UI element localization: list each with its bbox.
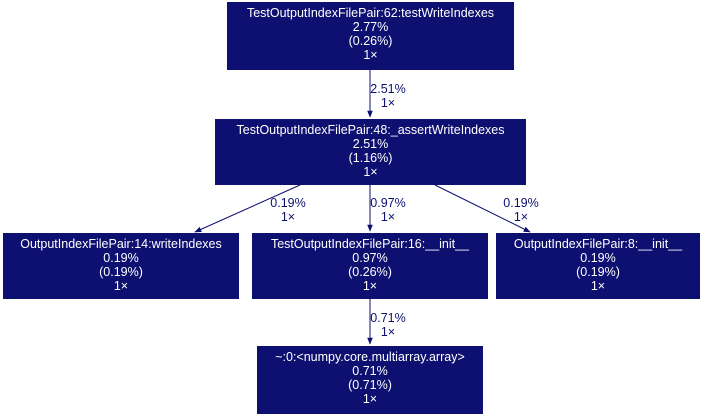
edge-assertwriteindexes-to-writeindexes [194, 184, 301, 233]
edge-call-count: 1× [280, 210, 296, 224]
node-total-percent: 2.77% [352, 20, 389, 34]
node-self-percent: (1.16%) [348, 151, 393, 165]
node-call-count: 1× [362, 392, 378, 406]
edge-call-count: 1× [380, 325, 396, 339]
edge-label-testinit-to-numpyarray: 0.71% 1× [365, 311, 411, 339]
node-call-count: 1× [363, 48, 378, 62]
edge-percent: 0.71% [370, 311, 406, 325]
edge-percent: 0.19% [270, 196, 306, 210]
node-test-init[interactable]: TestOutputIndexFilePair:16:__init__ 0.97… [252, 233, 488, 299]
node-name: OutputIndexFilePair:8:__init__ [513, 237, 683, 251]
edge-label-testwriteindexes-to-assertwriteindexes: 2.51% 1× [365, 82, 411, 110]
node-assert-write-indexes[interactable]: TestOutputIndexFilePair:48:_assertWriteI… [215, 119, 526, 185]
node-numpy-array[interactable]: ~:0:<numpy.core.multiarray.array> 0.71% … [257, 346, 483, 414]
node-test-write-indexes[interactable]: TestOutputIndexFilePair:62:testWriteInde… [227, 2, 514, 70]
node-name: OutputIndexFilePair:14:writeIndexes [20, 237, 222, 251]
node-total-percent: 0.97% [352, 251, 388, 265]
node-call-count: 1× [590, 279, 606, 293]
edge-assertwriteindexes-to-pairinit [434, 184, 531, 233]
node-self-percent: (0.19%) [99, 265, 143, 279]
node-total-percent: 0.71% [352, 364, 388, 378]
node-self-percent: (0.19%) [576, 265, 620, 279]
edge-label-assertwriteindexes-to-writeindexes: 0.19% 1× [265, 196, 311, 224]
node-name: TestOutputIndexFilePair:16:__init__ [270, 237, 470, 251]
node-name: TestOutputIndexFilePair:48:_assertWriteI… [236, 123, 505, 137]
node-self-percent: (0.26%) [348, 34, 393, 48]
edge-percent: 2.51% [370, 82, 406, 96]
node-total-percent: 2.51% [352, 137, 389, 151]
edge-percent: 0.19% [503, 196, 539, 210]
node-pair-init[interactable]: OutputIndexFilePair:8:__init__ 0.19% (0.… [496, 233, 700, 299]
edge-call-count: 1× [380, 210, 396, 224]
node-call-count: 1× [363, 165, 378, 179]
node-name: TestOutputIndexFilePair:62:testWriteInde… [246, 6, 495, 20]
node-call-count: 1× [113, 279, 129, 293]
node-total-percent: 0.19% [103, 251, 139, 265]
node-total-percent: 0.19% [580, 251, 616, 265]
node-self-percent: (0.71%) [348, 378, 392, 392]
edge-percent: 0.97% [370, 196, 406, 210]
edge-label-assertwriteindexes-to-testinit: 0.97% 1× [365, 196, 411, 224]
node-self-percent: (0.26%) [348, 265, 392, 279]
node-call-count: 1× [362, 279, 378, 293]
node-write-indexes[interactable]: OutputIndexFilePair:14:writeIndexes 0.19… [3, 233, 239, 299]
node-name: ~:0:<numpy.core.multiarray.array> [275, 350, 465, 364]
edge-call-count: 1× [513, 210, 529, 224]
edge-label-assertwriteindexes-to-pairinit: 0.19% 1× [498, 196, 544, 224]
edge-call-count: 1× [380, 96, 396, 110]
